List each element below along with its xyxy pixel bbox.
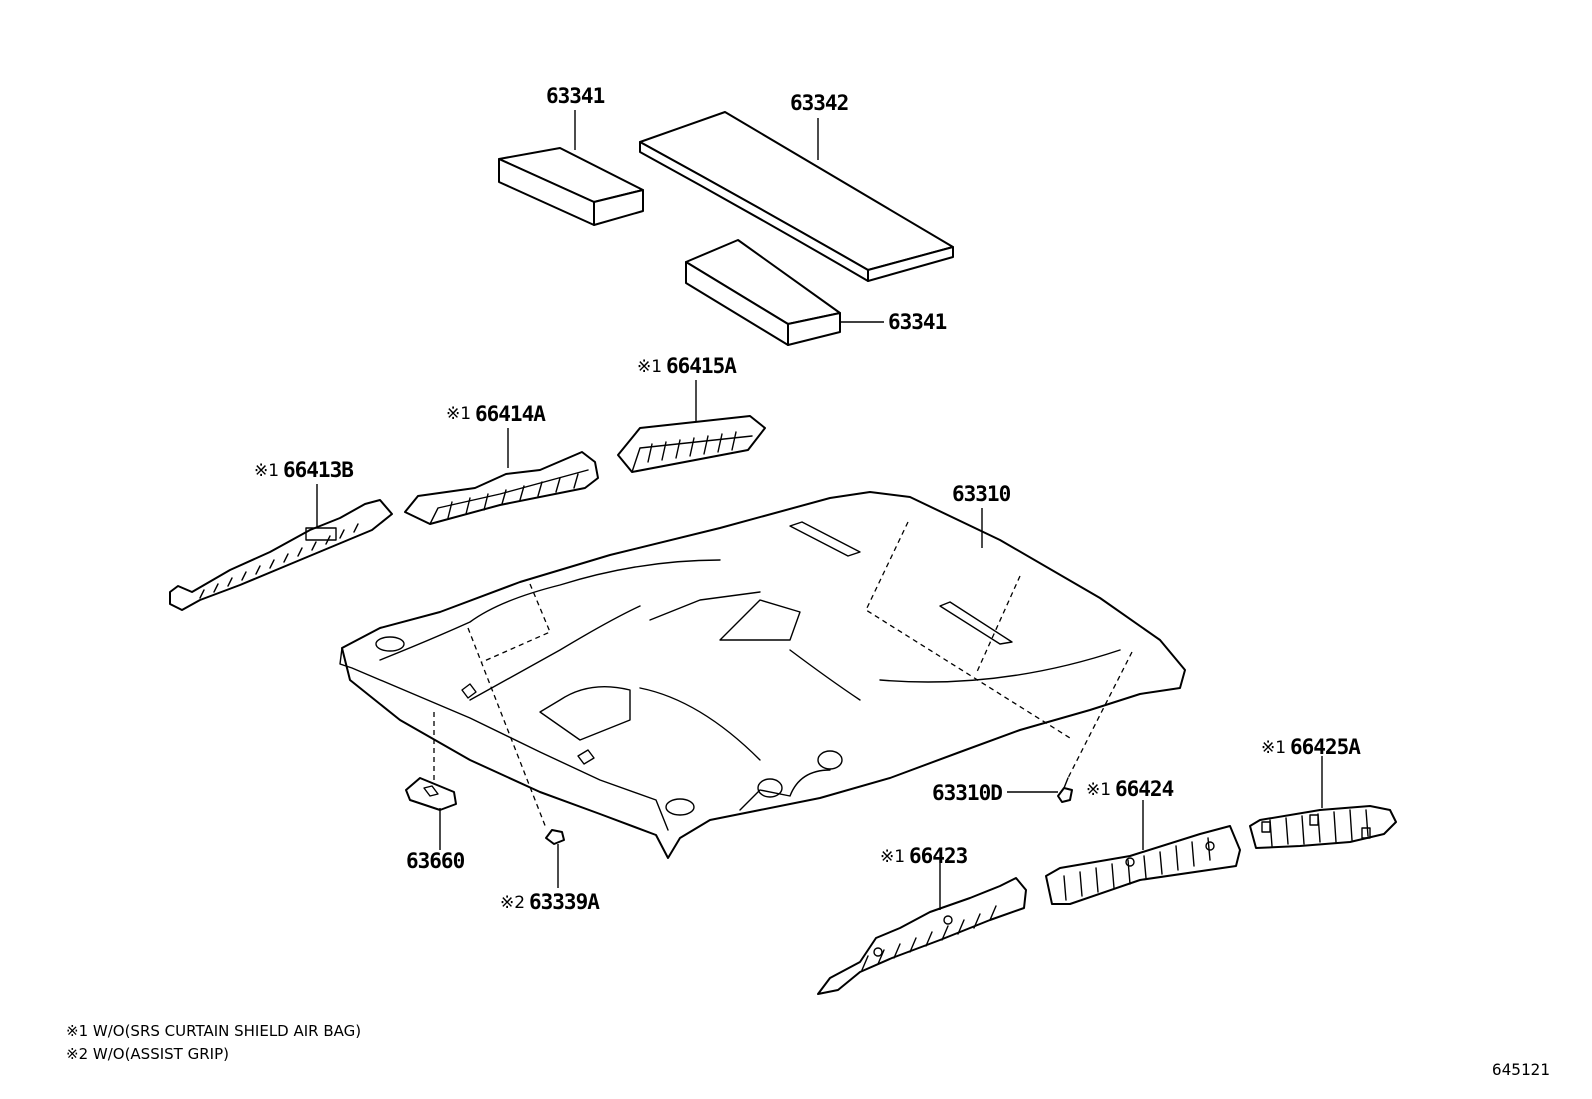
- pad-66414a[interactable]: [404, 451, 599, 525]
- label-63342: 63342: [790, 91, 848, 115]
- label-63339a: 63339A: [529, 890, 600, 914]
- leader-lines: [316, 110, 1323, 910]
- note-mark: ※1: [1086, 780, 1111, 800]
- note-mark: ※1: [254, 461, 279, 481]
- note-mark: ※2: [500, 893, 525, 913]
- bracket-66413b[interactable]: [169, 499, 393, 611]
- note-mark: ※1: [637, 357, 662, 377]
- bracket-63339a[interactable]: [545, 829, 565, 845]
- label-66425a: 66425A: [1290, 735, 1361, 759]
- holder-63660[interactable]: [405, 777, 457, 811]
- label-63310: 63310: [952, 482, 1011, 506]
- pad-63342[interactable]: [639, 111, 954, 282]
- footnote-2: ※2 W/O(ASSIST GRIP): [66, 1045, 229, 1063]
- pad-66415a[interactable]: [617, 415, 766, 473]
- pad-63341-lower[interactable]: [685, 239, 841, 346]
- label-66424: 66424: [1115, 777, 1174, 801]
- pad-66425a[interactable]: [1249, 805, 1397, 849]
- footnote-1: ※1 W/O(SRS CURTAIN SHIELD AIR BAG): [66, 1022, 361, 1040]
- reference-number: 645121: [1492, 1060, 1550, 1079]
- headliner-63310[interactable]: [339, 491, 1186, 859]
- clip-63310d[interactable]: [1057, 777, 1073, 803]
- part-labels: 63341 63342 63341 ※1 66415A ※1 66414A ※1…: [254, 84, 1362, 914]
- pad-66424[interactable]: [1045, 825, 1241, 905]
- label-63660: 63660: [406, 849, 465, 873]
- note-mark: ※1: [880, 847, 905, 867]
- footnotes: ※1 W/O(SRS CURTAIN SHIELD AIR BAG) ※2 W/…: [66, 1022, 361, 1063]
- note-mark: ※1: [1261, 738, 1286, 758]
- pad-63341-upper[interactable]: [498, 147, 644, 226]
- label-63341-upper: 63341: [546, 84, 605, 108]
- label-66413b: 66413B: [283, 458, 353, 482]
- label-66415a: 66415A: [666, 354, 737, 378]
- label-63341-lower: 63341: [888, 310, 947, 334]
- label-66414a: 66414A: [475, 402, 546, 426]
- label-63310d: 63310D: [932, 781, 1002, 805]
- pad-66423[interactable]: [817, 877, 1027, 995]
- label-66423: 66423: [909, 844, 968, 868]
- dashed-lines: [433, 521, 1133, 829]
- note-mark: ※1: [446, 404, 471, 424]
